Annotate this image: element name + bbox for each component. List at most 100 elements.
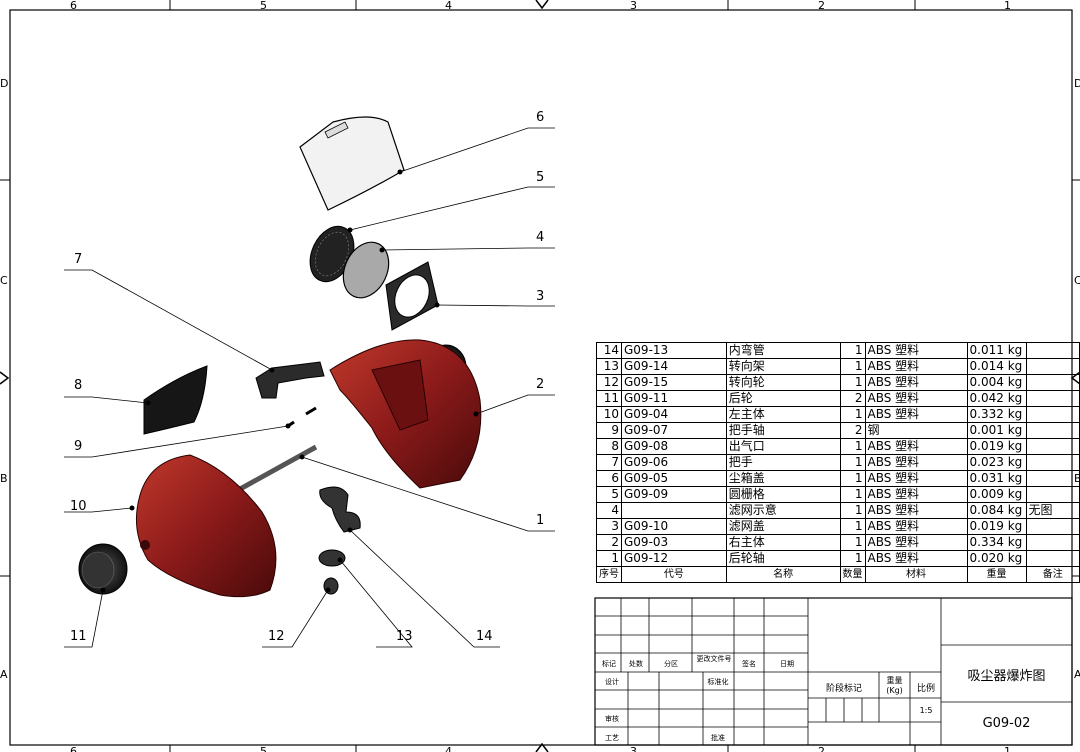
balloon-2: 2 <box>536 377 544 392</box>
bom-header-note: 备注 <box>1025 566 1080 583</box>
bom-cell-code: G09-12 <box>621 550 727 567</box>
zone-label: D <box>1074 77 1080 90</box>
bom-cell-no: 4 <box>596 502 622 519</box>
bom-cell-no: 9 <box>596 422 622 439</box>
bom-cell-material: ABS 塑料 <box>864 358 968 375</box>
tb-label-mark: 标记 <box>602 660 616 668</box>
bom-cell-code: G09-14 <box>621 358 727 375</box>
tb-label-approve: 批准 <box>711 734 725 742</box>
bom-header-weight: 重量 <box>966 566 1027 583</box>
balloon-9: 9 <box>74 439 82 454</box>
bom-cell-name: 出气口 <box>725 438 841 455</box>
bom-cell-material: ABS 塑料 <box>864 550 968 567</box>
bom-cell-material: ABS 塑料 <box>864 486 968 503</box>
tb-label-review: 审核 <box>605 715 619 723</box>
zone-label: C <box>1074 274 1080 287</box>
bom-cell-weight: 0.084 kg <box>966 502 1027 519</box>
part-handle-shaft <box>287 406 317 428</box>
bom-cell-qty: 1 <box>839 550 866 567</box>
tb-scale-value: 1:5 <box>919 706 933 715</box>
zone-label: 2 <box>818 0 825 12</box>
title-block-grid <box>594 597 1073 746</box>
leader-dots <box>100 169 479 593</box>
drawing-number: G09-02 <box>982 716 1031 731</box>
bom-cell-note <box>1025 470 1080 487</box>
zone-label: 1 <box>1004 745 1011 752</box>
part-rear-wheel <box>78 543 128 595</box>
zone-label: 2 <box>818 745 825 752</box>
bom-cell-note <box>1025 534 1080 551</box>
bom-cell-code: G09-08 <box>621 438 727 455</box>
bom-cell-weight: 0.023 kg <box>966 454 1027 471</box>
bom-cell-name: 后轮 <box>725 390 841 407</box>
bom-cell-name: 把手 <box>725 454 841 471</box>
zone-label: B <box>0 472 8 485</box>
bom-cell-no: 7 <box>596 454 622 471</box>
bom-cell-weight: 0.042 kg <box>966 390 1027 407</box>
part-filter <box>342 241 390 299</box>
bom-header-qty: 数量 <box>839 566 866 583</box>
bom-cell-weight: 0.001 kg <box>966 422 1027 439</box>
zone-label: 5 <box>260 0 267 12</box>
bom-cell-note <box>1025 486 1080 503</box>
bom-header-material: 材料 <box>864 566 968 583</box>
zone-label: 5 <box>260 745 267 752</box>
balloon-4: 4 <box>536 230 544 245</box>
bom-cell-material: ABS 塑料 <box>864 390 968 407</box>
bom-cell-name: 尘箱盖 <box>725 470 841 487</box>
bom-cell-weight: 0.004 kg <box>966 374 1027 391</box>
part-right-body <box>329 339 482 489</box>
tb-stage-label: 阶段标记 <box>825 684 862 694</box>
balloon-10: 10 <box>70 499 87 514</box>
bom-cell-note <box>1025 422 1080 439</box>
bom-cell-name: 右主体 <box>725 534 841 551</box>
part-inner-elbow <box>319 486 361 533</box>
bom-cell-weight: 0.019 kg <box>966 518 1027 535</box>
bom-cell-code: G09-11 <box>621 390 727 407</box>
bom-cell-no: 10 <box>596 406 622 423</box>
bom-cell-qty: 1 <box>839 518 866 535</box>
part-handle <box>255 361 325 399</box>
bom-cell-note <box>1025 374 1080 391</box>
zone-label: D <box>0 77 8 90</box>
bom-cell-material: ABS 塑料 <box>864 438 968 455</box>
balloon-5: 5 <box>536 170 544 185</box>
bom-cell-code: G09-07 <box>621 422 727 439</box>
zone-label: A <box>0 668 8 681</box>
bom-cell-note <box>1025 550 1080 567</box>
part-dust-box-cover <box>299 116 405 211</box>
bom-cell-code: G09-10 <box>621 518 727 535</box>
tb-label-sign: 签名 <box>742 660 756 668</box>
bom-cell-no: 8 <box>596 438 622 455</box>
bom-cell-weight: 0.031 kg <box>966 470 1027 487</box>
bom-header-no: 序号 <box>596 566 622 583</box>
tb-label-process: 工艺 <box>605 734 619 742</box>
zone-label: 4 <box>445 0 452 12</box>
bom-cell-code: G09-03 <box>621 534 727 551</box>
bom-cell-name: 转向架 <box>725 358 841 375</box>
bom-cell-code <box>621 502 727 519</box>
balloon-14: 14 <box>476 629 493 644</box>
balloon-3: 3 <box>536 289 544 304</box>
bom-cell-note <box>1025 406 1080 423</box>
bom-cell-material: ABS 塑料 <box>864 374 968 391</box>
bom-cell-note: 无图 <box>1025 502 1080 519</box>
bom-header-row: 序号代号名称数量材料重量备注 <box>596 566 1080 583</box>
bom-cell-weight: 0.332 kg <box>966 406 1027 423</box>
zone-label: C <box>0 274 8 287</box>
bom-cell-no: 3 <box>596 518 622 535</box>
bom-cell-material: ABS 塑料 <box>864 454 968 471</box>
bom-cell-qty: 2 <box>839 422 866 439</box>
tb-weight-label: 重量(Kg) <box>886 676 903 695</box>
bom-cell-qty: 1 <box>839 358 866 375</box>
tb-label-count: 处数 <box>629 660 643 668</box>
bom-cell-material: ABS 塑料 <box>864 502 968 519</box>
bom-cell-material: 钢 <box>864 422 968 439</box>
